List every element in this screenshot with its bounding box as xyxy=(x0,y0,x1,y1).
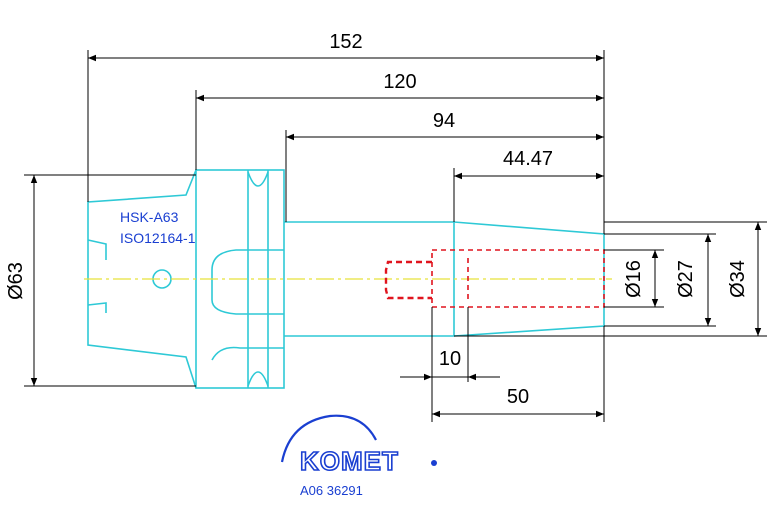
interface-label: HSK-A63 xyxy=(120,209,179,225)
komet-logo: KOMET xyxy=(280,414,437,477)
dim-dia-34: Ø34 xyxy=(727,260,749,298)
dim-120: 120 xyxy=(383,71,416,93)
standard-label: ISO12164-1 xyxy=(120,230,196,246)
dim-dia-63: Ø63 xyxy=(5,262,27,300)
part-number: A06 36291 xyxy=(300,483,363,498)
dim-dia-16: Ø16 xyxy=(623,260,645,298)
dim-44-47: 44.47 xyxy=(503,148,553,170)
dimension-lines xyxy=(30,54,762,418)
dim-152: 152 xyxy=(329,31,362,53)
extension-lines xyxy=(24,50,767,422)
dim-10: 10 xyxy=(439,348,461,370)
brand-name: KOMET xyxy=(300,446,399,476)
dim-50: 50 xyxy=(507,386,529,408)
dim-dia-27: Ø27 xyxy=(675,260,697,298)
hidden-bore xyxy=(384,249,605,308)
dim-94: 94 xyxy=(433,110,455,132)
